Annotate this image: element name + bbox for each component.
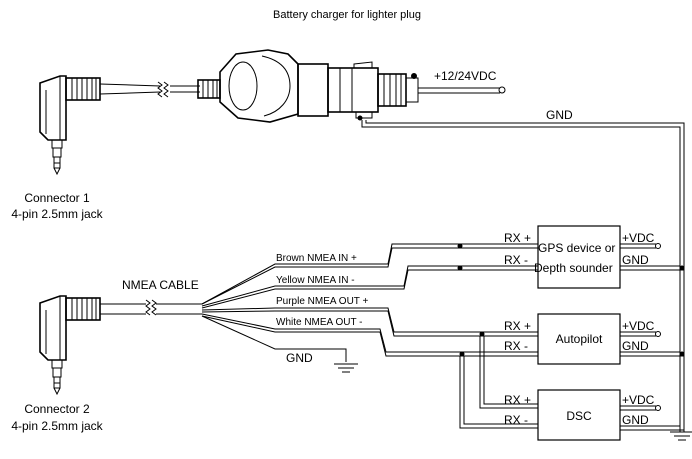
device-gps: GPS device or Depth sounder RX + RX - +V… — [504, 225, 685, 289]
wire-brown-label: Brown NMEA IN + — [276, 253, 357, 264]
connector-1-jack-icon — [39, 75, 101, 176]
connector-1-name: Connector 1 — [24, 191, 90, 205]
gps-vdc: +VDC — [622, 231, 655, 245]
dsc-vdc: +VDC — [622, 393, 655, 407]
cable-ground-symbol-icon — [334, 363, 358, 373]
autopilot-rx-plus: RX + — [504, 319, 531, 333]
plug-gnd-label: GND — [546, 108, 573, 122]
nmea-cable-label: NMEA CABLE — [122, 278, 199, 292]
gps-gnd: GND — [622, 253, 649, 267]
connector-2-jack-icon — [39, 295, 101, 396]
dsc-name: DSC — [566, 409, 592, 423]
gps-rx-minus: RX - — [504, 253, 528, 267]
connector-2-desc: 4-pin 2.5mm jack — [11, 419, 103, 433]
autopilot-gnd: GND — [622, 339, 649, 353]
gps-name-line2: Depth sounder — [534, 261, 613, 275]
device-dsc: DSC RX + RX - +VDC GND — [504, 389, 684, 441]
nmea-cable — [100, 299, 202, 316]
dsc-rx-plus: RX + — [504, 393, 531, 407]
nmea-wires — [201, 243, 538, 362]
wire-purple-label: Purple NMEA OUT + — [276, 296, 369, 307]
connector-2-name: Connector 2 — [24, 402, 90, 416]
gps-rx-plus: RX + — [504, 231, 531, 245]
device-autopilot: Autopilot RX + RX - +VDC GND — [504, 313, 685, 365]
autopilot-rx-minus: RX - — [504, 339, 528, 353]
ground-symbol-icon — [670, 431, 692, 441]
bus-connections — [457, 243, 538, 429]
gps-name-line1: GPS device or — [538, 241, 615, 255]
diagram-title: Battery charger for lighter plug — [273, 9, 421, 21]
lighter-plug-icon — [219, 49, 419, 123]
cable-gnd-label: GND — [286, 351, 313, 365]
plug-voltage-label: +12/24VDC — [434, 69, 497, 83]
dsc-rx-minus: RX - — [504, 413, 528, 427]
wire-white-label: White NMEA OUT - — [276, 317, 363, 328]
autopilot-vdc: +VDC — [622, 319, 655, 333]
dsc-gnd: GND — [622, 413, 649, 427]
autopilot-name: Autopilot — [556, 332, 603, 346]
connector-1-desc: 4-pin 2.5mm jack — [11, 207, 103, 221]
charger-cable — [99, 79, 221, 99]
wire-yellow-label: Yellow NMEA IN - — [276, 275, 355, 286]
